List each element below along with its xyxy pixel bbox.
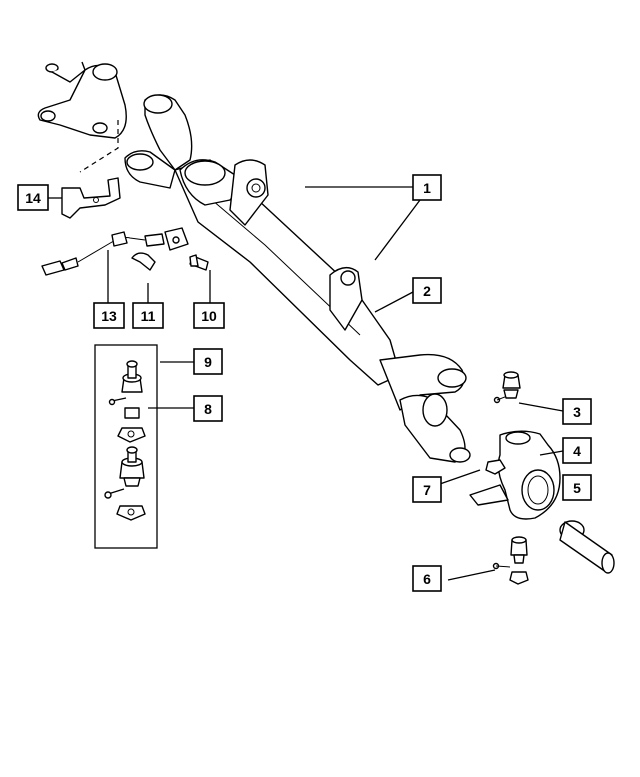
callout-13: 13 — [93, 302, 125, 329]
callout-14: 14 — [17, 184, 49, 211]
knuckle — [469, 430, 561, 520]
adjusting-nut — [485, 459, 506, 475]
callout-5: 5 — [562, 474, 592, 501]
ball-joint-kit-box — [94, 344, 158, 549]
upper-right-ball-joint — [493, 371, 521, 404]
callout-2: 2 — [412, 277, 442, 304]
svg-text:11: 11 — [141, 308, 156, 324]
svg-text:5: 5 — [573, 480, 581, 496]
svg-text:3: 3 — [573, 404, 581, 420]
callout-7: 7 — [412, 476, 442, 503]
upper-ball-joint — [108, 360, 146, 443]
svg-text:4: 4 — [573, 443, 581, 459]
svg-text:13: 13 — [101, 308, 117, 324]
callout-10: 10 — [193, 302, 225, 329]
lower-ball-joint — [104, 446, 146, 521]
spindle — [559, 520, 615, 574]
callout-3: 3 — [562, 398, 592, 425]
svg-text:10: 10 — [201, 308, 217, 324]
bolt — [189, 254, 209, 271]
svg-text:1: 1 — [423, 180, 431, 196]
callout-11: 11 — [132, 302, 164, 329]
svg-text:14: 14 — [25, 190, 41, 206]
svg-text:9: 9 — [204, 354, 212, 370]
callout-9: 9 — [193, 348, 223, 375]
lower-right-ball-joint — [492, 536, 529, 585]
bracket — [61, 177, 121, 219]
callout-4: 4 — [562, 437, 592, 464]
sensor-assembly — [41, 227, 189, 276]
svg-text:7: 7 — [423, 482, 431, 498]
svg-text:8: 8 — [204, 401, 212, 417]
upper-left-knuckle — [37, 61, 127, 173]
svg-text:6: 6 — [423, 571, 431, 587]
leader-lines — [48, 186, 564, 581]
callout-1: 1 — [412, 174, 442, 201]
clip — [131, 252, 156, 271]
callout-8: 8 — [193, 395, 223, 422]
axle-housing — [124, 94, 471, 463]
svg-text:2: 2 — [423, 283, 431, 299]
callout-6: 6 — [412, 565, 442, 592]
